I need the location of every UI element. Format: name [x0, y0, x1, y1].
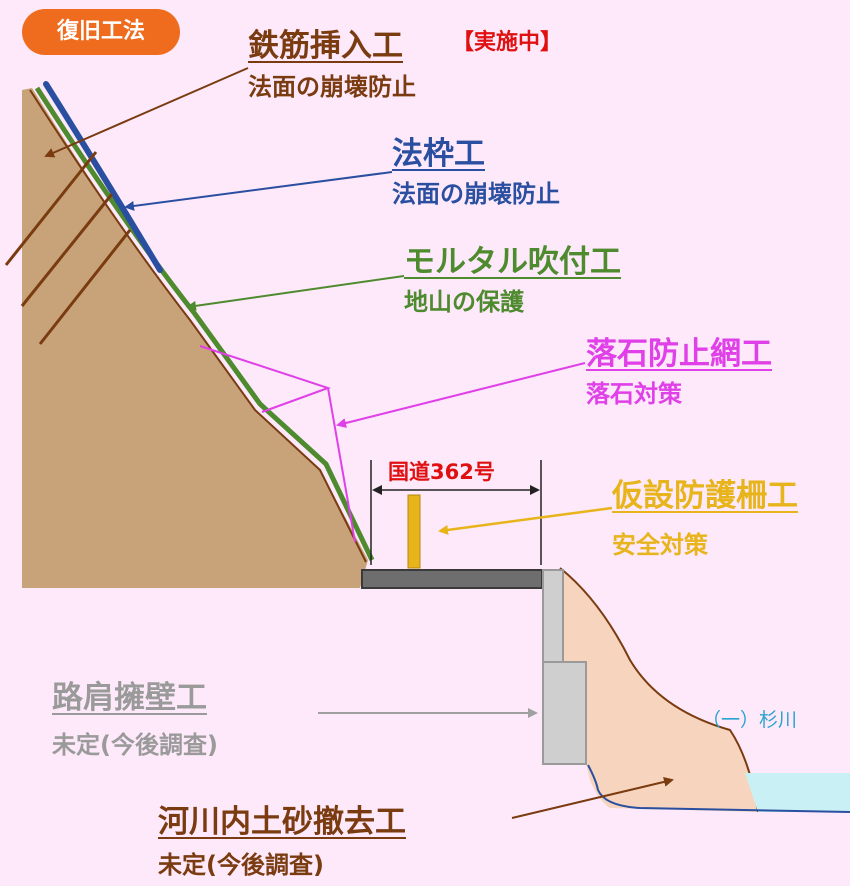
retaining-wall-upper [542, 569, 564, 663]
temporary-fence [407, 494, 421, 569]
sediment-title: 河川内土砂撤去工 [158, 804, 406, 840]
riverbank-soil [560, 568, 758, 812]
slope-surface-line [29, 89, 367, 563]
river-water [745, 773, 850, 812]
frame-purpose: 法面の崩壊防止 [392, 180, 560, 208]
river-bed [587, 764, 850, 813]
rebar-leader-arrow [44, 67, 249, 158]
river-name-label: （一）杉川 [702, 709, 798, 731]
retaining-wall-lower [542, 661, 587, 765]
frame-title: 法枠工 [392, 136, 485, 172]
rebar-purpose: 法面の崩壊防止 [248, 73, 416, 101]
frame-leader-arrow [124, 171, 393, 211]
frame-layer [43, 81, 163, 273]
net-support-line [327, 387, 356, 543]
fence-purpose: 安全対策 [612, 531, 708, 559]
retaining-purpose: 未定(今後調査) [52, 731, 218, 759]
rebar-rod [20, 193, 114, 307]
mortar-leader-arrow [186, 275, 405, 311]
net-leader-arrow [336, 362, 586, 428]
road-deck [361, 569, 543, 589]
net-title: 落石防止網工 [586, 336, 772, 372]
restoration-method-badge: 復旧工法 [22, 9, 180, 55]
sediment-purpose: 未定(今後調査) [158, 851, 324, 879]
net-purpose: 落石対策 [586, 380, 682, 408]
mortar-purpose: 地山の保護 [404, 288, 524, 316]
rebar-title: 鉄筋挿入工 [248, 28, 403, 64]
riverbank-outline [559, 567, 759, 813]
fence-leader-arrow [438, 506, 613, 535]
retaining-title: 路肩擁壁工 [52, 680, 207, 716]
fence-title: 仮設防護柵工 [612, 478, 798, 514]
rebar-rod [38, 229, 132, 345]
mortar-title: モルタル吹付工 [404, 244, 621, 280]
status-badge: 【実施中】 [452, 30, 563, 55]
road-name-label: 国道362号 [388, 460, 495, 484]
slope-soil [22, 88, 368, 588]
rebar-rod [4, 151, 98, 266]
sediment-leader-arrow [511, 776, 674, 819]
